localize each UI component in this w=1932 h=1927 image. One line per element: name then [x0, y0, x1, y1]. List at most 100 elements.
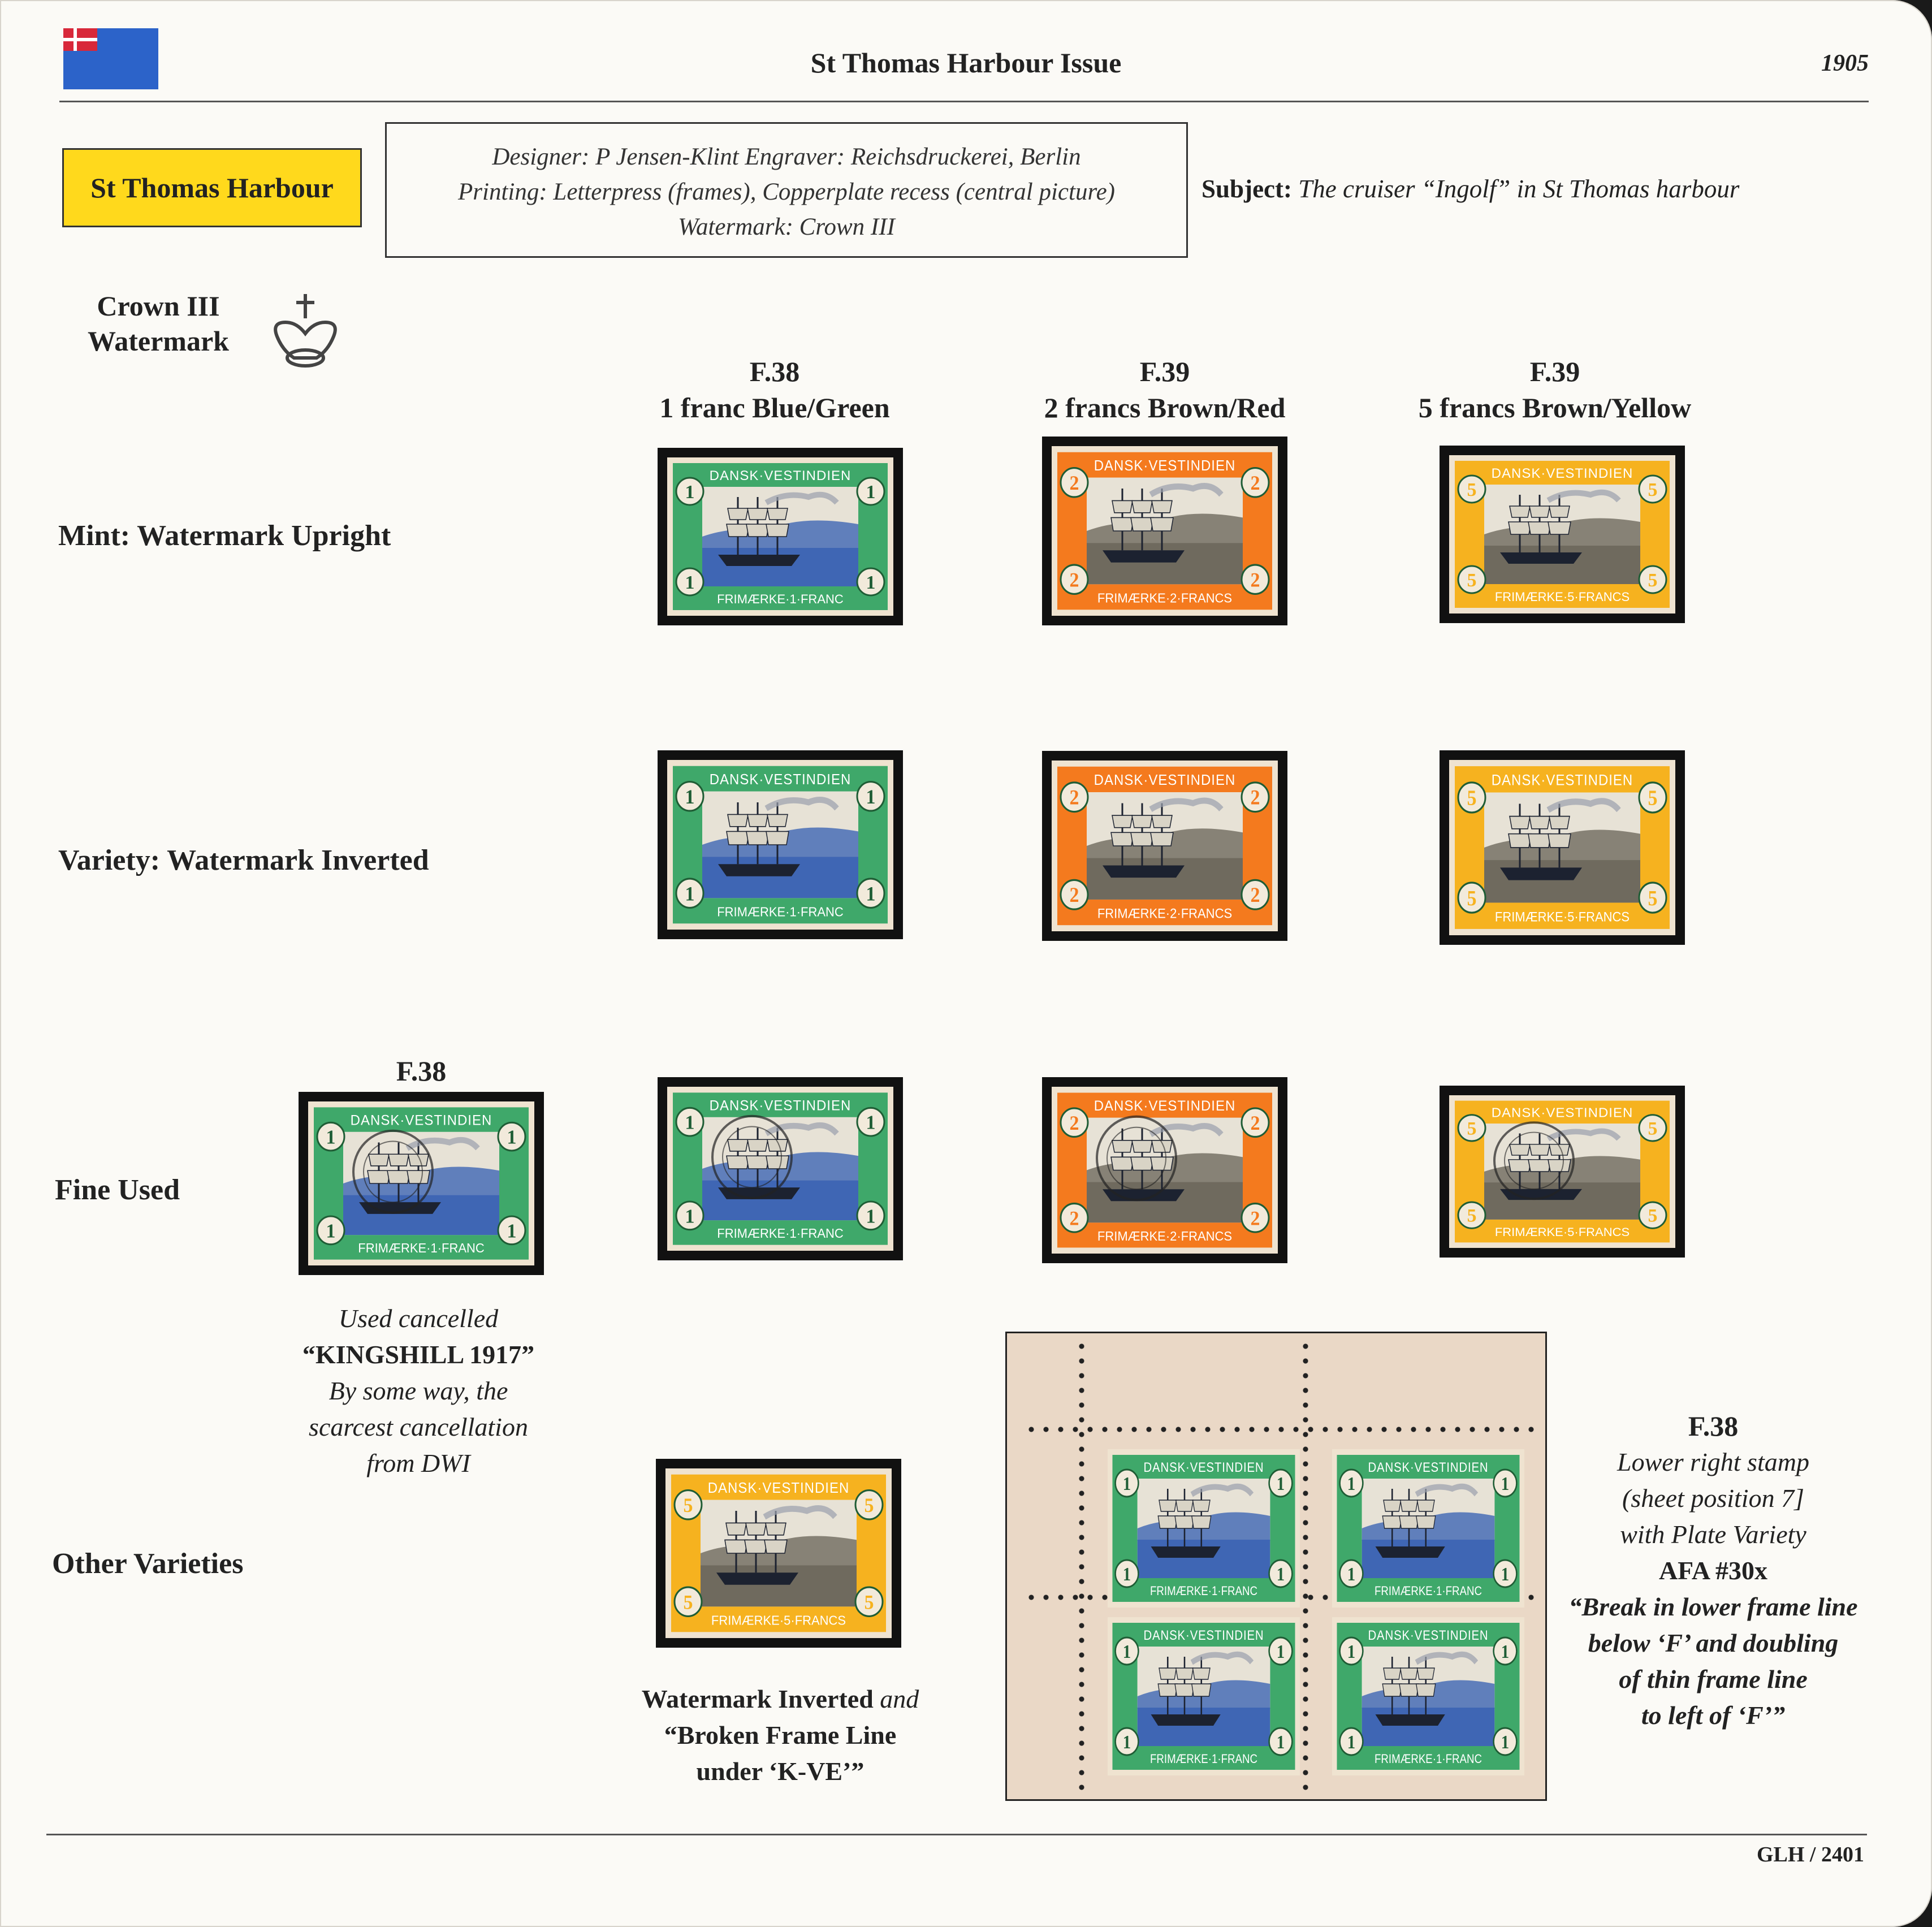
stamp-value-numeral: 2: [1069, 883, 1079, 906]
stamp-value-numeral: 5: [684, 1591, 693, 1614]
row-label-used: Fine Used: [55, 1174, 180, 1206]
stamp-top-legend: DANSK·VESTINDIEN: [351, 1113, 492, 1128]
info-printing: Printing: Letterpress (frames), Copperpl…: [458, 179, 1115, 205]
stamp-value-numeral: 1: [685, 883, 695, 905]
caption-line: “Broken Frame Line: [664, 1721, 897, 1749]
watermark-label-line2: Watermark: [88, 325, 229, 357]
stamp-value-numeral: 2: [1070, 1112, 1079, 1134]
caption-line: under ‘K-VE’”: [696, 1757, 865, 1786]
stamp-bottom-legend: FRIMÆRKE·1·FRANC: [717, 592, 844, 606]
stamp-bottom-legend: FRIMÆRKE·2·FRANCS: [1097, 1229, 1232, 1243]
stamp-value-numeral: 2: [1070, 472, 1079, 494]
caption-part: and: [873, 1684, 919, 1713]
block-note-line: of thin frame line: [1619, 1665, 1808, 1693]
stamp-top-legend: DANSK·VESTINDIEN: [1492, 772, 1633, 788]
stamp-value-numeral: 5: [1648, 570, 1658, 591]
block-note-line: below ‘F’ and doubling: [1588, 1628, 1839, 1657]
stamp-value-numeral: 1: [507, 1126, 516, 1148]
stamp-bottom-legend: FRIMÆRKE·2·FRANCS: [1097, 905, 1232, 921]
block-note-line: AFA #30x: [1658, 1556, 1768, 1585]
stamp-value-numeral: 1: [326, 1126, 335, 1148]
stamp-value-numeral: 2: [1251, 472, 1260, 494]
stamp-bottom-legend: FRIMÆRKE·1·FRANC: [717, 1226, 843, 1241]
stamp-bottom-legend: FRIMÆRKE·5·FRANCS: [711, 1613, 846, 1628]
stamp-top-legend: DANSK·VESTINDIEN: [710, 468, 852, 483]
block-note-line: (sheet position 7]: [1622, 1484, 1804, 1513]
stamp-value-numeral: 1: [1347, 1731, 1355, 1753]
block-note-code: F.38: [1688, 1410, 1739, 1442]
stamp-top-legend: DANSK·VESTINDIEN: [1143, 1627, 1264, 1643]
stamp-top-legend: DANSK·VESTINDIEN: [710, 1098, 852, 1113]
stamp-value-numeral: 5: [1467, 886, 1476, 910]
stamp-value-numeral: 1: [326, 1220, 335, 1242]
used-caption: Used cancelled “KINGSHILL 1917” By some …: [271, 1300, 565, 1481]
used-caption-line: “KINGSHILL 1917”: [302, 1340, 535, 1369]
stamp-value-numeral: 5: [1467, 570, 1477, 591]
stamp-value-numeral: 5: [1648, 1118, 1658, 1139]
stamp-value-numeral: 1: [1501, 1563, 1509, 1585]
stamp-value-numeral: 1: [1501, 1731, 1509, 1753]
block-note-line: to left of ‘F’”: [1641, 1701, 1786, 1730]
stamp-top-legend: DANSK·VESTINDIEN: [1492, 466, 1633, 481]
stamp-value-numeral: 1: [685, 572, 695, 593]
subject-line: Subject: The cruiser “Ingolf” in St Thom…: [1201, 174, 1739, 204]
column-header-f38: F.38 1 franc Blue/Green: [605, 353, 944, 426]
stamp-value-numeral: 1: [866, 785, 876, 808]
stamp-value-numeral: 1: [685, 482, 695, 503]
page-year: 1905: [1821, 50, 1869, 76]
stamp-bottom-legend: FRIMÆRKE·1·FRANC: [358, 1241, 484, 1255]
column-code: F.38: [749, 356, 800, 387]
stamp-value-numeral: 1: [1501, 1641, 1509, 1662]
stamp-value-numeral: 1: [685, 1206, 694, 1228]
stamp-top-legend: DANSK·VESTINDIEN: [708, 1480, 850, 1496]
stamp-value-numeral: 1: [866, 572, 876, 593]
watermark-label-line1: Crown III: [97, 290, 220, 322]
stamp-top-legend: DANSK·VESTINDIEN: [1368, 1627, 1488, 1643]
used-caption-line: from DWI: [366, 1449, 470, 1477]
column-desc: 2 francs Brown/Red: [1044, 392, 1286, 424]
stamp-value-numeral: 1: [1277, 1563, 1285, 1585]
stamp-value-numeral: 1: [1123, 1563, 1131, 1585]
stamp-bottom-legend: FRIMÆRKE·5·FRANCS: [1495, 1225, 1630, 1239]
stamp-value-numeral: 2: [1250, 785, 1260, 809]
footer-rule: [46, 1834, 1867, 1835]
stamp-value-numeral: 5: [1467, 1118, 1477, 1139]
stamp-top-legend: DANSK·VESTINDIEN: [1368, 1459, 1488, 1475]
column-desc: 5 francs Brown/Yellow: [1418, 392, 1692, 424]
stamp-value-numeral: 1: [866, 1206, 875, 1228]
block-note: F.38 Lower right stamp (sheet position 7…: [1538, 1408, 1888, 1734]
stamp-value-numeral: 1: [685, 785, 695, 808]
stamp-value-numeral: 2: [1251, 1112, 1260, 1134]
issue-info-box: Designer: P Jensen-Klint Engraver: Reich…: [385, 122, 1188, 258]
page-reference: GLH / 2401: [1756, 1843, 1864, 1866]
issue-badge: St Thomas Harbour: [62, 148, 362, 227]
block-note-line: Lower right stamp: [1617, 1448, 1809, 1476]
used-extra-code: F.38: [396, 1055, 447, 1087]
stamp-value-numeral: 1: [1123, 1731, 1131, 1753]
stamp-value-numeral: 2: [1070, 569, 1079, 591]
stamp-value-numeral: 1: [866, 482, 876, 503]
stamp-bottom-legend: FRIMÆRKE·5·FRANCS: [1495, 909, 1630, 924]
stamp-bottom-legend: FRIMÆRKE·1·FRANC: [1375, 1753, 1482, 1766]
stamp-value-numeral: 1: [1277, 1473, 1285, 1494]
